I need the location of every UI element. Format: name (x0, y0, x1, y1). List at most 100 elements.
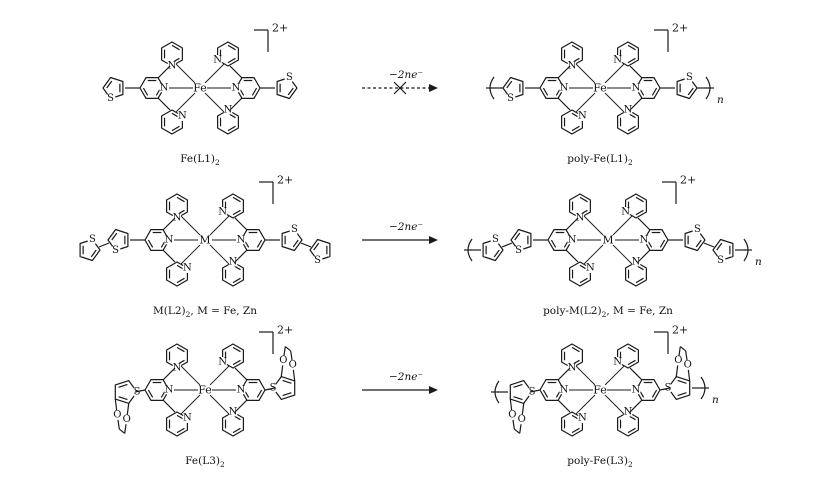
metal-center: M (602, 234, 613, 247)
sulfur-atom: S (515, 245, 522, 256)
linker-bond (659, 387, 671, 391)
nitrogen-atom: N (578, 413, 587, 424)
bipyridyl-bond (162, 249, 176, 263)
ring-double-bond (542, 389, 549, 398)
central-pyridine-ring: N (539, 77, 569, 99)
ring-double-bond (227, 57, 236, 64)
lower-pyridine-ring: N (617, 407, 639, 437)
polymer-bracket-left (464, 238, 473, 262)
nitrogen-atom: N (586, 263, 595, 274)
atom-mask (289, 224, 300, 235)
metal-mask (198, 233, 212, 247)
ring-double-bond (256, 389, 263, 398)
metal-center: Fe (593, 82, 607, 95)
lower-pyridine-ring: N (569, 261, 596, 287)
nitrogen-atom: N (173, 213, 182, 224)
metal-mask (593, 383, 607, 397)
atom-mask (87, 234, 98, 245)
oxygen-atom: O (508, 410, 516, 421)
bipyridyl-bond (557, 65, 571, 79)
thiophene-link-bond (98, 242, 110, 248)
atom-mask (182, 413, 193, 423)
ring-double-bond (579, 277, 588, 284)
left-terpyridine-ligand: NNN (144, 193, 201, 287)
caption-subscript: 2 (628, 460, 633, 469)
caption-main: Fe(L1) (180, 153, 215, 165)
caption-subscript: 2 (215, 158, 220, 167)
ring-double-bond (651, 389, 658, 398)
ring-double-bond (635, 209, 644, 216)
sulfur-atom: S (694, 224, 701, 235)
compound-caption: M(L2)2, M = Fe, Zn (153, 305, 257, 319)
caption-rest: , M = Fe, Zn (190, 305, 257, 317)
caption-main: poly-M(L2) (543, 305, 601, 317)
atom-mask (164, 235, 174, 245)
nitrogen-atom: N (568, 235, 577, 246)
nitrogen-atom: N (232, 83, 241, 94)
coordination-bond (209, 215, 230, 236)
lower-pyridine-ring: N (161, 109, 188, 135)
atom-mask (182, 263, 193, 273)
atom-mask (567, 363, 577, 373)
atom-mask (567, 235, 577, 245)
ring-outline (222, 261, 244, 287)
ring-double-bond (147, 389, 154, 398)
nitrogen-atom: N (183, 263, 192, 274)
caption-subscript: 2 (628, 158, 633, 167)
atom-mask (172, 363, 182, 373)
central-pyridine-ring: N (231, 77, 261, 99)
ring-double-bond (506, 80, 513, 89)
atom-mask (217, 207, 228, 217)
ethylene-bond (513, 428, 521, 434)
ring-double-bond (571, 427, 580, 434)
compound-caption: poly-M(L2)2, M = Fe, Zn (543, 305, 673, 319)
atom-mask (612, 357, 623, 367)
metal-mask (593, 81, 607, 95)
lower-pyridine-ring: N (166, 261, 193, 287)
atom-mask (228, 407, 238, 417)
coordination-bond (604, 63, 625, 84)
ring-double-bond (571, 44, 580, 51)
ring-double-bond (232, 209, 241, 216)
metal-center: Fe (193, 82, 207, 95)
central-pyridine-ring: N (144, 379, 174, 401)
ring-double-bond (147, 239, 154, 248)
charge-label: 2+ (672, 324, 688, 337)
outer-thiophene-ring: S (79, 234, 101, 262)
ring-outline (509, 380, 533, 404)
reaction-arrow: −2ne⁻ (362, 69, 438, 95)
caption-subscript: 2 (186, 310, 191, 319)
bipyridyl-bond (557, 399, 571, 413)
oxygen-atom: O (279, 355, 287, 366)
edot-unit: SOO (112, 380, 146, 434)
nitrogen-atom: N (560, 83, 569, 94)
left-terpyridine-ligand: NNN (539, 343, 596, 437)
oxygen-atom: O (113, 410, 121, 421)
lower-pyridine-ring: N (561, 411, 588, 437)
nitrogen-atom: N (237, 385, 246, 396)
repeat-index: n (712, 394, 719, 406)
coordination-bond (209, 244, 230, 265)
atom-mask (623, 407, 633, 417)
outer-thiophene-ring: S (712, 238, 734, 266)
nitrogen-atom: N (632, 385, 641, 396)
polymer-bracket-left (491, 380, 500, 404)
caption-subscript: 2 (602, 310, 607, 319)
bipyridyl-bond (629, 97, 643, 111)
atom-mask (620, 207, 631, 217)
coordination-bond (583, 244, 604, 265)
atom-mask (673, 355, 684, 366)
sulfur-atom: S (107, 93, 114, 104)
central-pyridine-ring: N (139, 77, 169, 99)
thiophene-ring: S (102, 76, 124, 104)
ring-double-bond (256, 239, 263, 248)
ring-outline (217, 41, 239, 67)
ring-double-bond (550, 239, 557, 248)
ring-double-bond (171, 125, 180, 132)
ring-double-bond (677, 379, 687, 384)
bipyridyl-bond (162, 217, 176, 231)
